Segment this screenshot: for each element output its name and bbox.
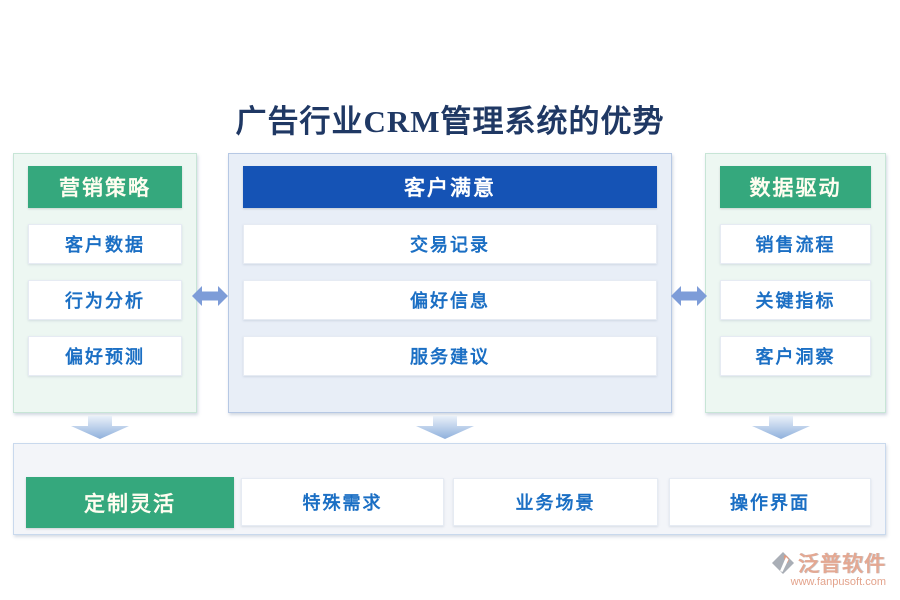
node-preference-info: 偏好信息 <box>243 280 657 320</box>
node-customer-insight: 客户洞察 <box>720 336 871 376</box>
fanpu-logo-icon <box>772 552 794 574</box>
brand-watermark: 泛普软件 www.fanpusoft.com <box>726 548 886 588</box>
down-arrow-icon <box>752 416 810 439</box>
node-service-suggestions: 服务建议 <box>243 336 657 376</box>
column-marketing-strategy: 营销策略 客户数据 行为分析 偏好预测 <box>13 153 197 413</box>
column-header-marketing: 营销策略 <box>28 166 182 208</box>
left-right-arrow-icon <box>192 286 228 306</box>
bottom-flex-customization-bar: 定制灵活 特殊需求 业务场景 操作界面 <box>13 443 886 535</box>
node-key-metrics: 关键指标 <box>720 280 871 320</box>
column-customer-satisfaction: 客户满意 交易记录 偏好信息 服务建议 <box>228 153 672 413</box>
page-title: 广告行业CRM管理系统的优势 <box>235 104 665 139</box>
down-arrow-icon <box>71 416 129 439</box>
node-customer-data: 客户数据 <box>28 224 182 264</box>
node-preference-prediction: 偏好预测 <box>28 336 182 376</box>
node-flexible-customization: 定制灵活 <box>26 477 234 528</box>
brand-url: www.fanpusoft.com <box>790 576 886 588</box>
down-arrow-icon <box>416 416 474 439</box>
node-transaction-records: 交易记录 <box>243 224 657 264</box>
column-header-satisfaction: 客户满意 <box>243 166 657 208</box>
node-business-scenarios: 业务场景 <box>453 478 658 526</box>
column-header-data-driven: 数据驱动 <box>720 166 871 208</box>
column-data-driven: 数据驱动 销售流程 关键指标 客户洞察 <box>705 153 886 413</box>
node-operation-interface: 操作界面 <box>669 478 871 526</box>
brand-name: 泛普软件 <box>798 552 886 576</box>
node-behavior-analysis: 行为分析 <box>28 280 182 320</box>
node-sales-process: 销售流程 <box>720 224 871 264</box>
left-right-arrow-icon <box>671 286 707 306</box>
node-special-needs: 特殊需求 <box>241 478 444 526</box>
